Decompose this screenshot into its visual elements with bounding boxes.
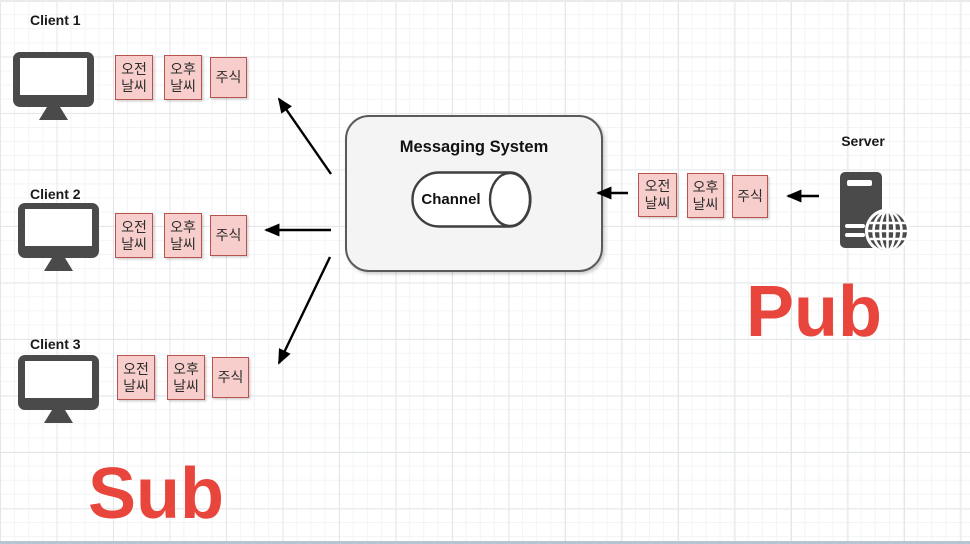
- publisher-message-afternoon-weather: 오후 날씨: [687, 173, 724, 218]
- message-text: 오후: [173, 360, 199, 377]
- arrow-channel-to-client1: [277, 97, 332, 175]
- client2-label: Client 2: [30, 186, 81, 202]
- sub-label: Sub: [88, 454, 224, 534]
- message-text: 오전: [121, 60, 147, 77]
- client3-message-morning-weather: 오전 날씨: [117, 355, 155, 400]
- client3-message-afternoon-weather: 오후 날씨: [167, 355, 205, 400]
- canvas-bottom-edge: [0, 541, 970, 544]
- message-text: 오전: [123, 360, 149, 377]
- message-text: 오전: [121, 218, 147, 235]
- message-text: 날씨: [121, 235, 147, 252]
- message-text: 날씨: [170, 77, 196, 94]
- server-label: Server: [841, 133, 885, 149]
- message-text: 날씨: [692, 195, 719, 212]
- messaging-system-box: Messaging System Channel: [345, 115, 603, 272]
- client3-monitor-icon: [18, 355, 99, 423]
- client2-message-morning-weather: 오전 날씨: [115, 213, 153, 258]
- arrow-channel-to-client3: [277, 256, 332, 365]
- cylinder-icon: [411, 171, 532, 228]
- channel-label: Channel: [421, 191, 481, 208]
- message-text: 날씨: [644, 195, 671, 211]
- channel-cylinder: Channel: [411, 171, 532, 228]
- message-text: 주식: [737, 188, 763, 205]
- client1-message-morning-weather: 오전 날씨: [115, 55, 153, 100]
- messaging-system-title: Messaging System: [399, 138, 549, 156]
- message-text: 주식: [215, 227, 242, 244]
- message-text: 주식: [217, 369, 244, 386]
- client2-message-stock: 주식: [210, 215, 247, 256]
- client1-label: Client 1: [30, 12, 81, 28]
- publisher-message-stock: 주식: [732, 175, 768, 218]
- message-text: 오후: [692, 178, 719, 195]
- message-text: 주식: [215, 69, 242, 86]
- client1-message-afternoon-weather: 오후 날씨: [164, 55, 202, 100]
- message-text: 오전: [644, 178, 671, 195]
- client1-monitor-icon: [13, 52, 94, 120]
- message-text: 날씨: [173, 377, 199, 394]
- client3-label: Client 3: [30, 336, 81, 352]
- server-icon: [840, 172, 910, 254]
- message-text: 날씨: [123, 377, 149, 394]
- globe-icon: [865, 208, 910, 254]
- message-text: 날씨: [121, 77, 147, 94]
- canvas-top-edge: [0, 0, 970, 2]
- client3-message-stock: 주식: [212, 357, 249, 398]
- client2-message-afternoon-weather: 오후 날씨: [164, 213, 202, 258]
- pub-label: Pub: [746, 272, 882, 352]
- message-text: 오후: [170, 218, 196, 235]
- publisher-message-morning-weather: 오전 날씨: [638, 173, 677, 217]
- client2-monitor-icon: [18, 203, 99, 271]
- client1-message-stock: 주식: [210, 57, 247, 98]
- message-text: 날씨: [170, 235, 196, 252]
- message-text: 오후: [170, 60, 196, 77]
